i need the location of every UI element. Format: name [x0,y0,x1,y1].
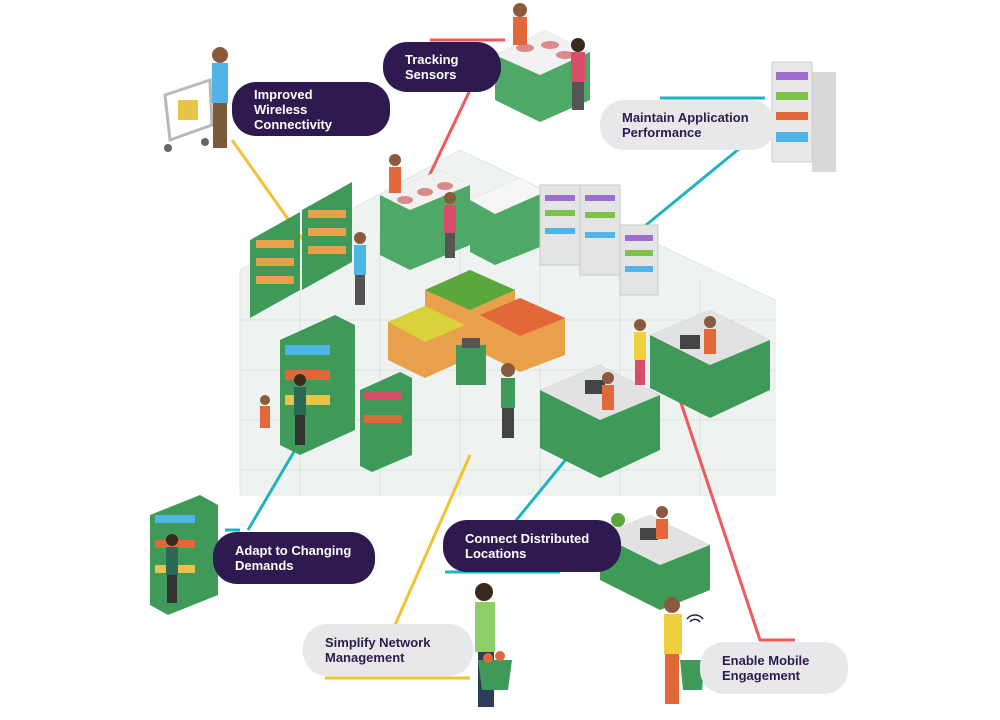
line-demands-up [246,449,297,531]
line-mobile [678,399,795,642]
shopper-figure-icon [354,232,366,305]
display-shelf-icon [150,495,218,615]
checkout-counter-icon [600,506,710,610]
callout-management: Simplify Network Management [303,624,473,676]
meat-counter-vignette [495,3,590,122]
callout-demands: Adapt to Changing Demands [213,532,375,584]
callout-tracking: Tracking Sensors [383,42,501,92]
callout-performance: Maintain Application Performance [600,100,775,150]
callout-tracking-text: Tracking Sensors [405,52,459,82]
shopping-cart-icon [163,47,228,152]
bakery-shelves [250,182,352,318]
callout-locations: Connect Distributed Locations [443,520,621,572]
callout-locations-text: Connect Distributed Locations [465,531,590,561]
callout-mobile-text: Enable Mobile Engagement [722,653,810,683]
cooler-fridge-icon [771,61,836,172]
callout-management-text: Simplify Network Management [325,635,431,665]
callout-mobile: Enable Mobile Engagement [700,642,848,694]
produce-crates [388,270,565,385]
fridge-row [539,184,659,296]
callout-demands-text: Adapt to Changing Demands [235,543,352,573]
line-management [393,454,472,626]
callout-wireless-text: Improved Wireless Connectivity [254,86,333,132]
shopping-basket-icon [475,583,512,707]
store-people [260,154,716,445]
callout-wireless: Improved Wireless Connectivity [232,82,390,136]
line-performance-drop [639,146,741,232]
callout-performance-text: Maintain Application Performance [622,110,749,140]
wifi-icon [686,614,704,623]
mobile-shopper-figure [664,597,705,704]
